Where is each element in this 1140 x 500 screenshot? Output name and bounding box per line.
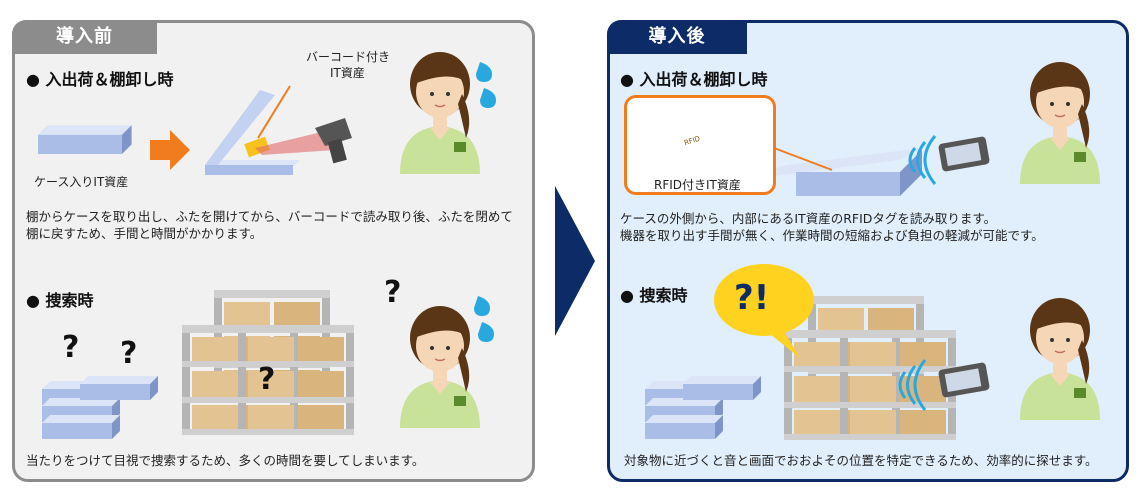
before-desc-1-line2: 棚に戻すため、手間と時間がかかります。 xyxy=(26,226,263,241)
barcode-callout-line2: IT資産 xyxy=(330,66,365,80)
before-tab: 導入前 xyxy=(12,20,157,54)
question-mark-3: ? xyxy=(258,362,276,397)
transition-arrow-icon xyxy=(555,186,595,336)
after-heading-1: ● 入出荷＆棚卸し時 xyxy=(620,70,768,89)
before-desc-2: 当たりをつけて目視で捜索するため、多くの時間を要してしまいます。 xyxy=(26,453,425,468)
bubble-shape xyxy=(714,264,814,336)
bubble-text: ?! xyxy=(734,278,770,318)
after-desc-2: 対象物に近づくと音と画面でおおよその位置を特定できるため、効率的に探せます。 xyxy=(624,453,1098,468)
after-tab: 導入後 xyxy=(607,20,747,54)
arrow-right-icon xyxy=(150,130,190,170)
case-label: ケース入りIT資産 xyxy=(34,175,129,189)
after-desc-1-line2: 機器を取り出す手間が無く、作業時間の短縮および負担の軽減が可能です。 xyxy=(620,228,1044,243)
question-mark-1: ? xyxy=(62,330,80,365)
after-heading-2: ● 捜索時 xyxy=(620,286,688,305)
question-mark-4: ? xyxy=(384,275,402,310)
after-desc-1-line1: ケースの外側から、内部にあるIT資産のRFIDタグを読み取ります。 xyxy=(620,211,997,226)
question-mark-2: ? xyxy=(120,336,138,371)
rfid-asset-box xyxy=(624,95,776,195)
rfid-asset-label: RFID付きIT資産 xyxy=(654,178,741,192)
before-heading-2: ● 捜索時 xyxy=(26,291,94,310)
before-heading-1: ● 入出荷＆棚卸し時 xyxy=(26,70,174,89)
barcode-callout-line1: バーコード付き xyxy=(306,50,391,64)
before-desc-1-line1: 棚からケースを取り出し、ふたを開けてから、バーコードで読み取り後、ふたを閉めて xyxy=(26,209,513,224)
